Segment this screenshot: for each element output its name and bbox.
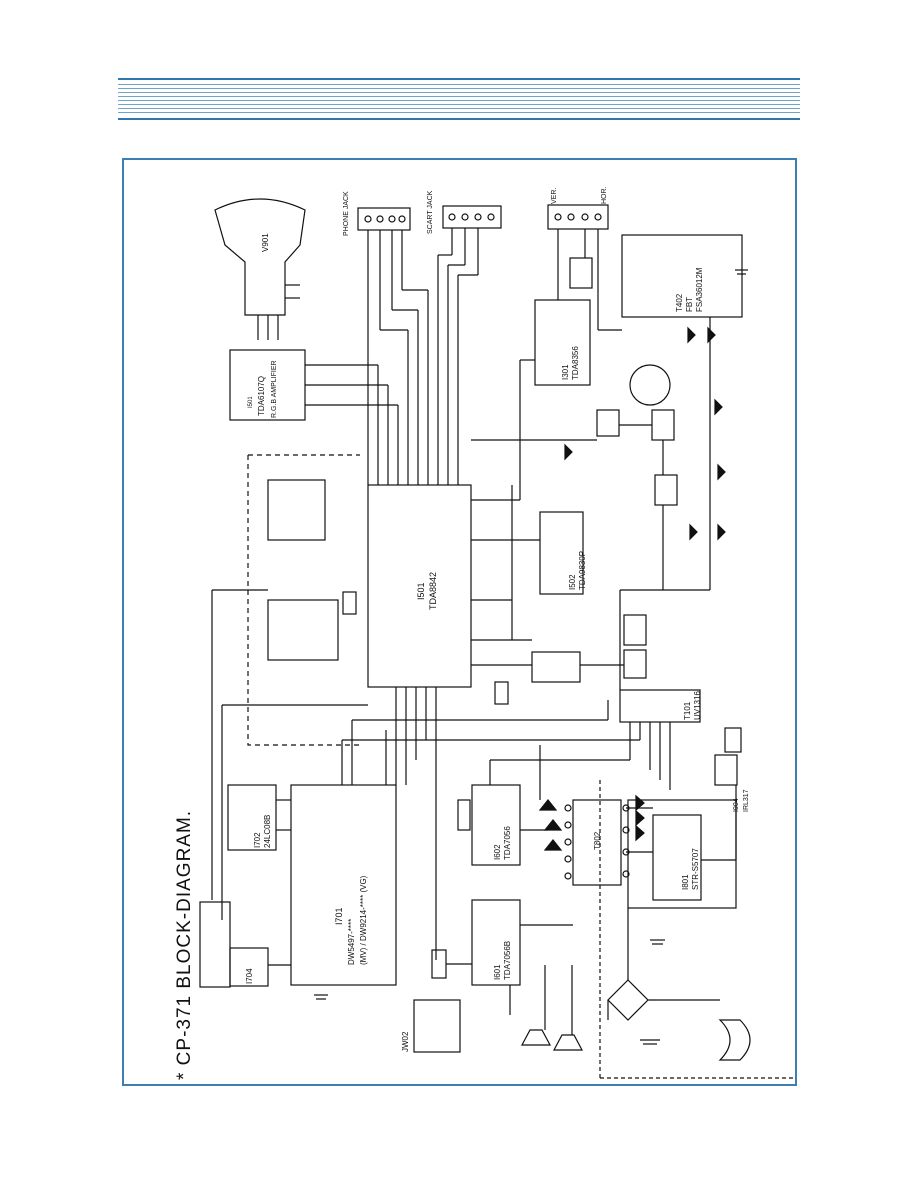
svg-text:24LC08B: 24LC08B (263, 815, 272, 848)
svg-text:SCART JACK: SCART JACK (427, 190, 434, 234)
svg-text:I301: I301 (561, 364, 570, 380)
svg-text:TDA8842: TDA8842 (428, 572, 438, 610)
header-band (118, 78, 800, 120)
diagram-frame (122, 158, 797, 1086)
audio-ic-1 (471, 899, 521, 986)
jungle-ic (367, 484, 472, 688)
svg-text:I602: I602 (493, 844, 502, 860)
speaker-1 (521, 1029, 551, 1046)
if-ic (539, 511, 584, 595)
svg-text:STR-S5707: STR-S5707 (691, 848, 700, 890)
svg-text:(MV) / DW9214-**** (VG): (MV) / DW9214-**** (VG) (359, 875, 368, 965)
smps-ic (652, 814, 702, 901)
svg-text:R.G.B AMPLIFIER: R.G.B AMPLIFIER (271, 360, 278, 418)
svg-text:T101: T101 (683, 701, 692, 720)
bridge-rectifier (607, 979, 649, 1021)
crt-tube: V901 (214, 198, 306, 340)
svg-text:HOR.: HOR. (601, 186, 608, 204)
eeprom-block (227, 784, 277, 851)
rgb-amplifier-block (229, 349, 306, 421)
svg-text:I702: I702 (253, 832, 262, 848)
yoke-connector (547, 204, 609, 230)
svg-text:PHONE JACK: PHONE JACK (343, 191, 350, 236)
svg-text:T802: T802 (593, 831, 602, 850)
fbt-block (621, 234, 743, 318)
svg-text:VER.: VER. (551, 188, 558, 204)
smps-transformer (572, 799, 622, 886)
audio-ic-2 (471, 784, 521, 866)
svg-text:UV1316: UV1316 (693, 691, 702, 720)
svg-text:IRL317: IRL317 (743, 789, 750, 812)
svg-text:V901: V901 (261, 233, 270, 252)
svg-text:TDA7056B: TDA7056B (503, 941, 512, 980)
remote-receiver (714, 754, 738, 786)
scart-jack (442, 205, 502, 229)
svg-text:I501: I501 (248, 396, 254, 408)
jack-module (413, 999, 461, 1053)
svg-text:I704: I704 (245, 968, 254, 984)
svg-text:DW5497-****: DW5497-**** (347, 919, 356, 965)
speaker-2 (553, 1034, 583, 1051)
svg-text:FBT: FBT (685, 297, 694, 312)
svg-text:TDA7056: TDA7056 (503, 826, 512, 860)
svg-text:TDA8356: TDA8356 (571, 346, 580, 380)
svg-text:T402: T402 (675, 293, 684, 312)
phone-jack (357, 207, 411, 231)
svg-text:I701: I701 (334, 907, 344, 925)
svg-text:I601: I601 (493, 964, 502, 980)
svg-text:TDA6107Q: TDA6107Q (257, 376, 266, 416)
micom-block (290, 784, 397, 986)
svg-text:I501: I501 (416, 582, 426, 600)
svg-text:I502: I502 (568, 574, 577, 590)
svg-text:JW02: JW02 (401, 1031, 410, 1052)
svg-text:I801: I801 (681, 874, 690, 890)
vertical-ic (534, 299, 591, 386)
diagram-title: * CP-371 BLOCK-DIAGRAM. (174, 810, 195, 1080)
svg-text:FSA36012M: FSA36012M (695, 267, 704, 312)
svg-text:TDA9830P: TDA9830P (578, 551, 587, 590)
